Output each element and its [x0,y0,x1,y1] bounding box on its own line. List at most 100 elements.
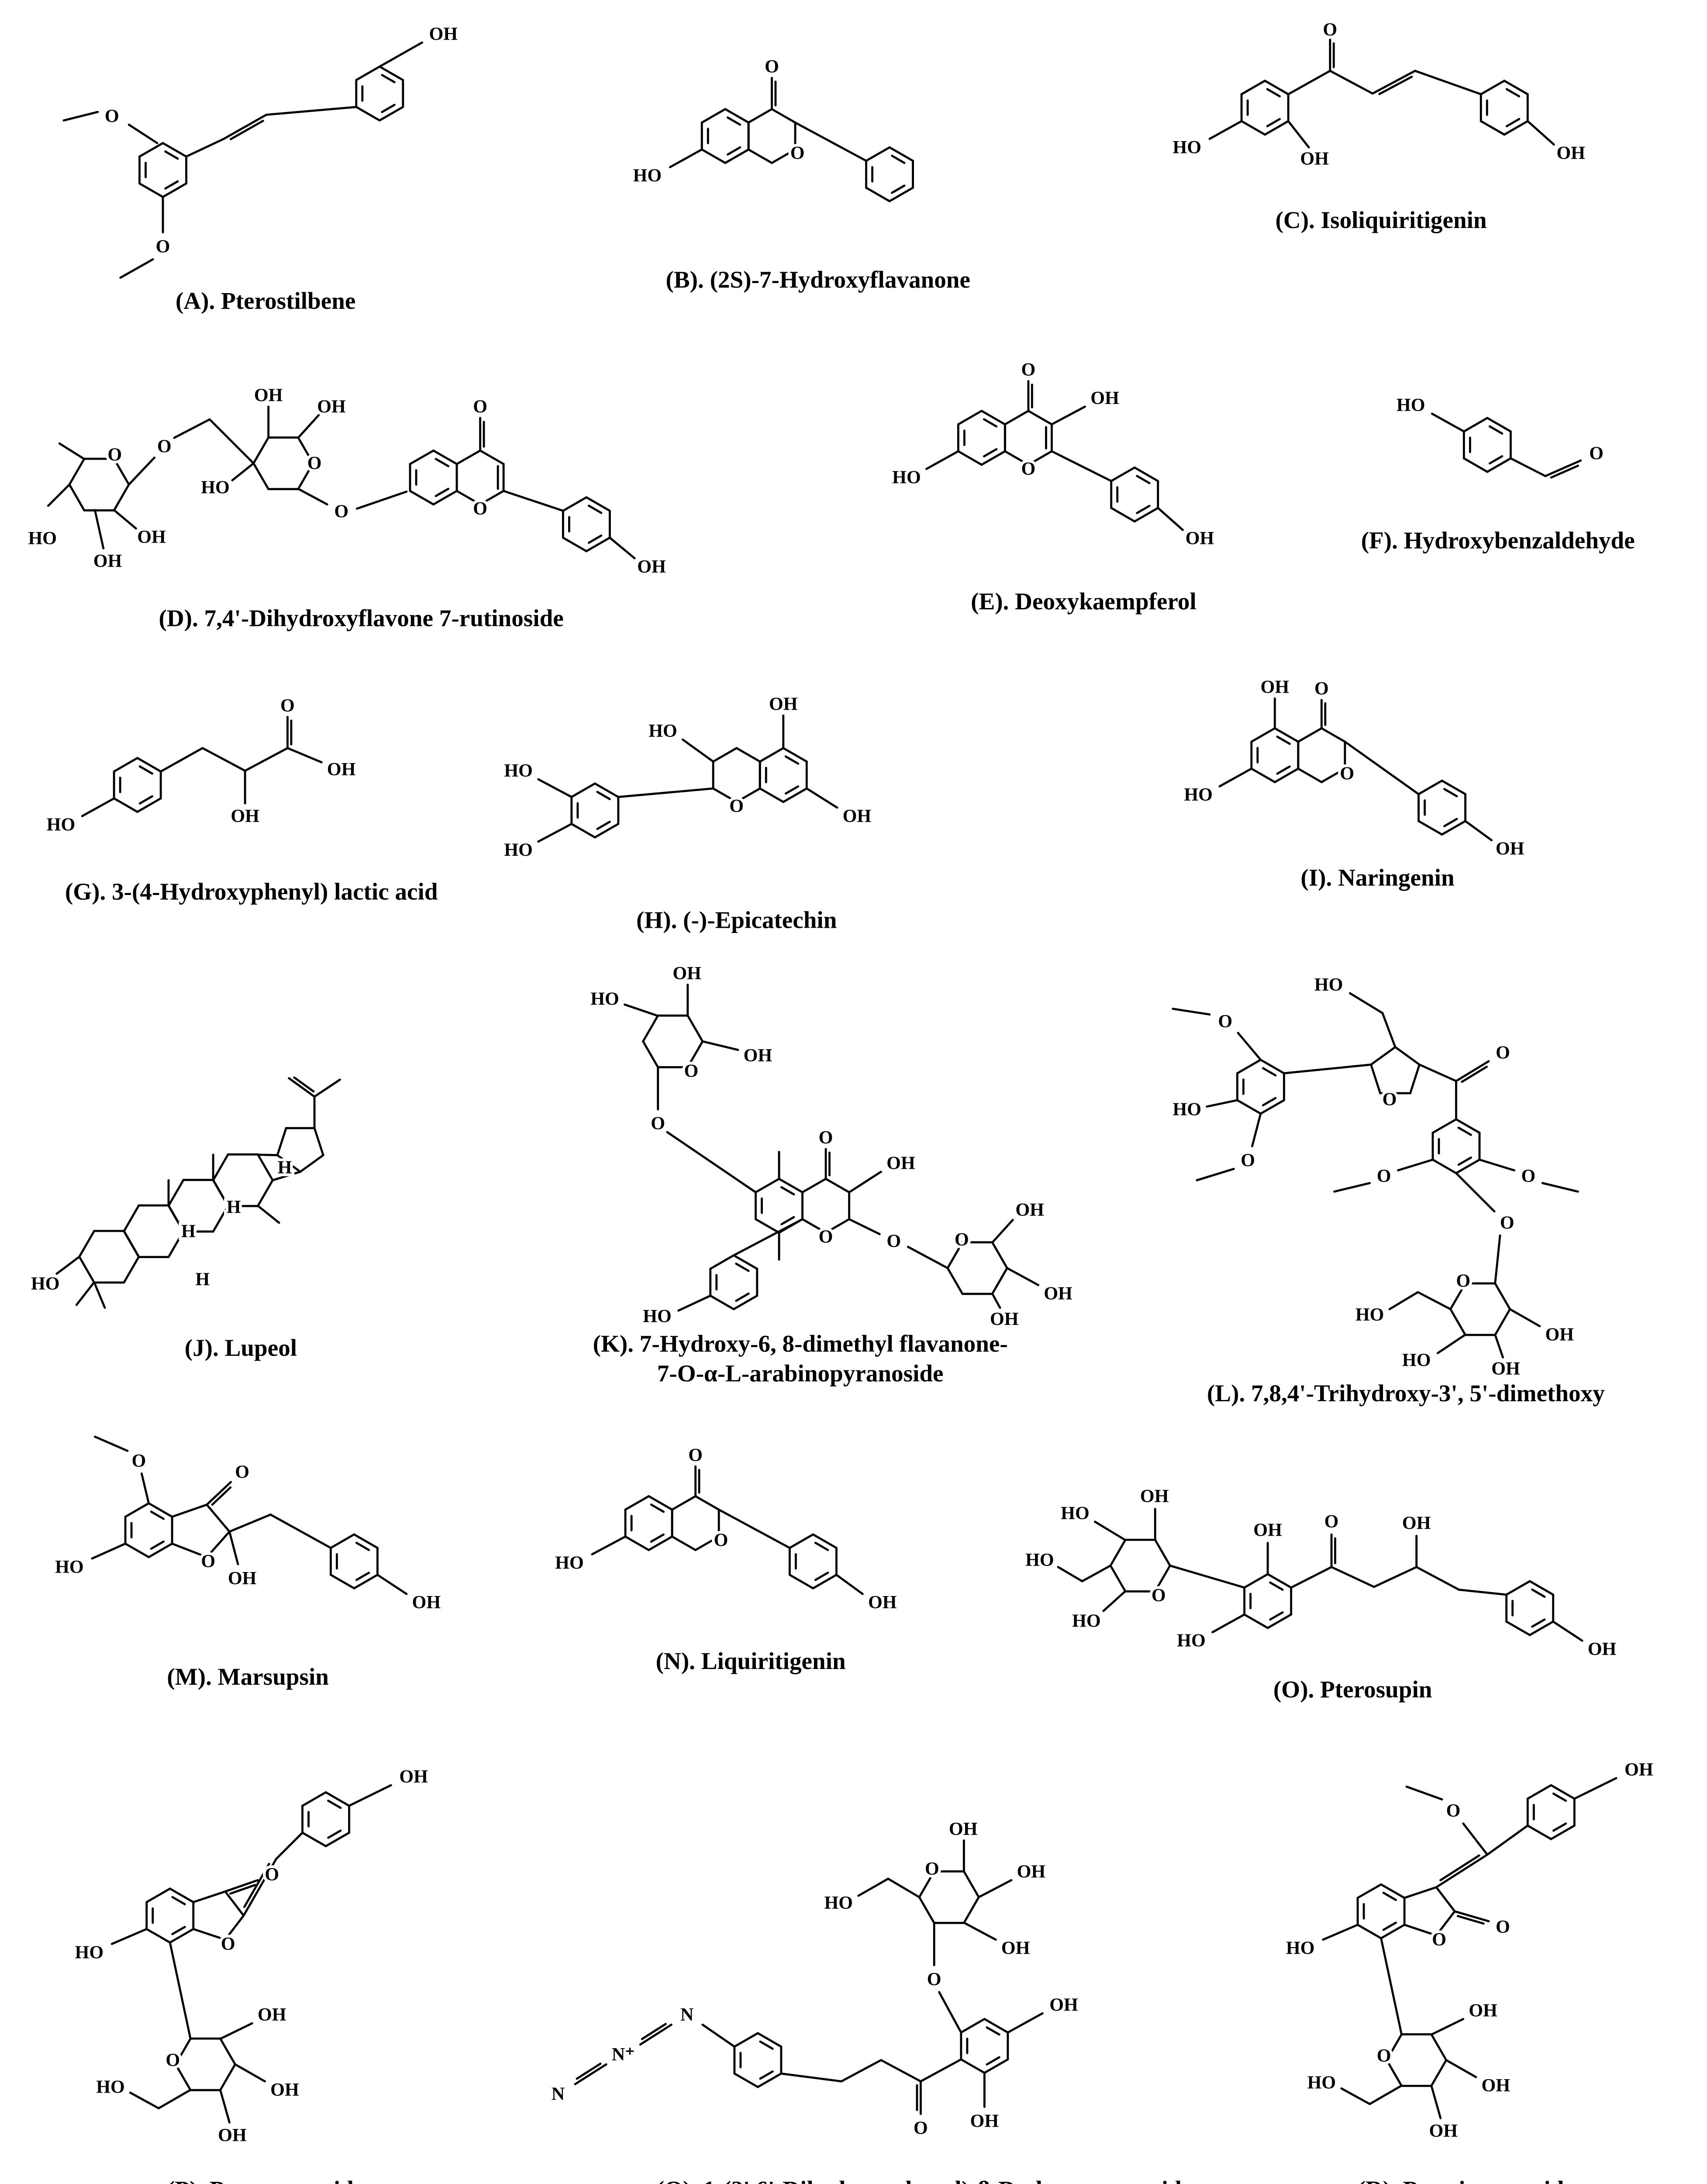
bond [1283,1063,1372,1075]
bond [991,1219,1014,1244]
bond [1322,1924,1359,1941]
bond [1464,820,1493,841]
atom-label: OH [228,1568,257,1589]
bond [1007,2012,1044,2034]
bond [1494,1334,1504,1358]
atom-label: HO [1177,1631,1206,1651]
atom-label: OH [744,1045,772,1066]
bond [47,483,71,507]
bond [1290,1566,1333,1589]
ring [1004,409,1053,466]
atom-label: O [714,1530,728,1550]
bond [983,418,998,428]
bond [206,1503,231,1533]
atom-label: HO [1172,1099,1201,1120]
atom-label: O [1340,764,1354,784]
atom-label: O [651,1113,665,1134]
bond [275,1832,303,1860]
atom-label: OH [270,2080,299,2100]
bond [617,787,714,798]
bond [1435,1910,1456,1937]
bond [735,1262,750,1272]
bond [206,1531,231,1559]
atom-label: O [1218,1011,1232,1032]
bond [169,1941,192,2040]
bond [1453,1910,1490,1922]
molecule-label: (F). Hydroxybenzaldehyde [1361,527,1635,554]
bond [1251,1113,1262,1147]
bond [1443,788,1458,798]
atom-label: HO [1355,1305,1384,1325]
bond [1382,1921,1397,1931]
ring [671,1495,720,1552]
bond [435,458,449,467]
atom-label: OH [254,385,283,405]
atom-label: OH [843,806,872,826]
atom-label: O [925,1859,939,1879]
atom-label: HO [55,1557,84,1577]
ring [709,1254,759,1310]
molecule-label: (N). Liquiritigenin [655,1648,846,1675]
bond [208,418,255,465]
bond [381,104,396,113]
bond [288,1077,316,1098]
bond [219,2089,231,2124]
bond [1340,2087,1371,2105]
bond [1081,1564,1112,1583]
atom-label: OH [1482,2075,1510,2096]
bond [1057,1566,1083,1583]
ring [641,1014,704,1068]
atom-label: H [181,1221,196,1241]
atom-label: O [927,1969,941,1990]
bond [726,116,741,126]
bond [224,1879,259,1893]
bond [805,787,838,809]
bond [1443,818,1458,827]
bond [814,1541,829,1551]
bond [576,2062,602,2080]
bond [297,487,328,506]
atom-label: O [1496,1917,1510,1937]
bond [1380,1937,1403,2036]
bond [91,1542,127,1560]
bond [244,747,289,772]
bond [228,1531,239,1565]
atom-label: O [1377,2046,1391,2066]
atom-label: O [221,1934,235,1954]
bond [682,738,714,763]
bond [93,1435,129,1452]
bond [55,1255,81,1275]
bond [1006,1267,1040,1286]
atom-label: OH [769,694,798,715]
ring [174,2037,237,2091]
atom-label: O [156,236,170,257]
atom-label: O [688,1445,703,1465]
atom-label: O [235,1462,249,1482]
bond [223,114,268,140]
bond [224,1914,245,1941]
bond [1509,457,1547,477]
bond [1552,1792,1567,1802]
bond [986,2026,1000,2036]
bond [1431,412,1465,433]
atom-label: OH [93,551,122,571]
atom-label: O [1152,1585,1166,1606]
bond [119,258,154,279]
molecule-label: (O). Pterosupin [1273,1676,1432,1703]
bond [1169,1564,1246,1589]
ring [712,746,761,803]
bond [887,1877,921,1898]
bond [171,1542,208,1559]
atom-label: O [473,396,487,417]
bond [587,534,603,544]
bond [211,1486,232,1506]
